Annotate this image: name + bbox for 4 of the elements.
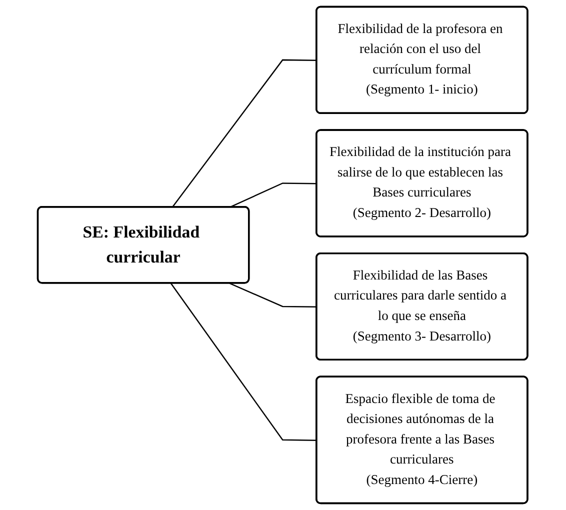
connector [170, 282, 318, 441]
connector [172, 59, 318, 208]
connector [230, 182, 318, 208]
connector [230, 282, 318, 308]
